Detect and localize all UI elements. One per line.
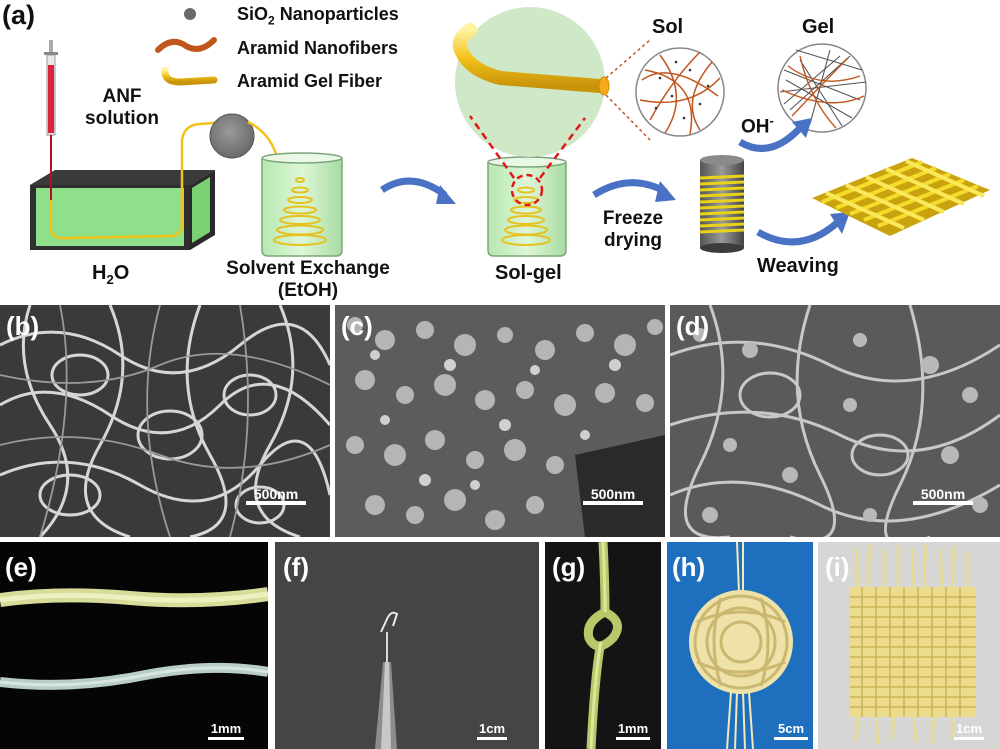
panel-label-h: (h) <box>672 552 706 582</box>
sio2-nanoparticle-icon <box>184 8 196 20</box>
h2o-o: O <box>113 262 130 284</box>
photo-e-fibers <box>0 587 268 690</box>
scalebar-d: 500nm <box>913 487 973 507</box>
sol-label: Sol <box>652 16 684 38</box>
solvent-label-line2: (EtOH) <box>277 279 339 301</box>
panel-i-photo <box>818 542 1000 749</box>
anf-label-line2: solution <box>85 107 159 129</box>
solvent-label-line1: Solvent Exchange <box>226 258 390 279</box>
scalebar-d-text: 500nm <box>920 486 966 502</box>
panel-e-photo <box>0 542 268 749</box>
scalebar-i-text: 1cm <box>955 721 983 736</box>
scalebar-c: 500nm <box>583 487 643 507</box>
freeze-label-line1: Freeze <box>602 208 664 229</box>
scalebar-c-text: 500nm <box>590 486 636 502</box>
scalebar-e-text: 1mm <box>210 721 242 736</box>
oh-text: OH <box>741 116 770 138</box>
panel-b-sem <box>0 305 330 537</box>
legend-aramid-gel-fiber: Aramid Gel Fiber <box>237 71 383 91</box>
scalebar-b-bar <box>246 501 306 505</box>
gel-circle <box>777 43 867 133</box>
scalebar-i: 1cm <box>954 722 984 740</box>
sem-image-d <box>670 305 1000 537</box>
h2o-sub: 2 <box>106 272 114 287</box>
scalebar-g-bar <box>616 737 650 740</box>
scalebar-f-text: 1cm <box>478 721 506 736</box>
beaker-solgel <box>487 156 567 257</box>
panel-g-photo <box>545 542 661 749</box>
solgel-label: Sol-gel <box>495 262 562 284</box>
h2o-label: H2O <box>92 262 129 288</box>
scalebar-f: 1cm <box>477 722 507 740</box>
collector-disc <box>209 113 255 159</box>
scalebar-h: 5cm <box>774 722 808 740</box>
scalebar-h-text: 5cm <box>777 721 805 736</box>
scalebar-e: 1mm <box>208 722 244 740</box>
panel-d-sem <box>670 305 1000 537</box>
gel-fiber-path <box>49 120 226 240</box>
panel-label-e: (e) <box>5 552 37 582</box>
panel-label-a: (a) <box>2 0 35 30</box>
syringe-icon <box>44 40 58 200</box>
photo-i-woven-fabric <box>818 542 1000 749</box>
photo-h-woven-knot <box>689 542 793 749</box>
freeze-label-line2: drying <box>603 229 663 251</box>
scalebar-i-bar <box>954 737 984 740</box>
panel-label-c: (c) <box>341 311 373 341</box>
legend-aramid-nanofibers: Aramid Nanofibers <box>237 38 399 58</box>
legend-sio2: SiO2 Nanoparticles <box>237 4 399 28</box>
panel-h-photo <box>667 542 813 749</box>
panel-f-photo <box>275 542 539 749</box>
scalebar-b: 500nm <box>246 487 306 507</box>
anf-solution-label: ANF solution <box>82 86 162 130</box>
panel-label-f: (f) <box>283 552 309 582</box>
scalebar-h-bar <box>774 737 808 740</box>
oh-sup: - <box>769 113 774 128</box>
scalebar-e-bar <box>208 737 244 740</box>
scalebar-b-text: 500nm <box>253 486 299 502</box>
aramid-nanofiber-icon <box>155 37 217 53</box>
weaving-label: Weaving <box>757 255 839 277</box>
photo-f-hook <box>275 542 539 749</box>
solvent-exchange-label: Solvent Exchange (EtOH) <box>210 258 406 302</box>
panel-c-sem <box>335 305 665 537</box>
legend-sio2-sub: 2 <box>268 13 275 28</box>
photo-g-knot <box>583 542 622 749</box>
schematic-drawing <box>30 7 990 257</box>
legend-sio2-suffix: Nanoparticles <box>274 4 399 24</box>
water-tank <box>30 170 215 250</box>
beaker-solvent-exchange <box>261 152 343 257</box>
scalebar-f-bar <box>477 737 507 740</box>
scalebar-g-text: 1mm <box>617 721 649 736</box>
freeze-drying-label: Freeze drying <box>592 208 674 252</box>
sol-circle <box>635 47 725 137</box>
panel-label-d: (d) <box>676 311 710 341</box>
anf-label-line1: ANF <box>102 86 142 107</box>
scalebar-g: 1mm <box>616 722 650 740</box>
aramid-gel-fiber-icon <box>161 66 218 86</box>
panel-label-i: (i) <box>825 552 850 582</box>
gel-fiber-closeup <box>452 23 607 93</box>
sem-image-c <box>335 305 665 537</box>
arrow-freeze-drying <box>592 179 668 198</box>
panel-label-g: (g) <box>552 552 586 582</box>
panel-label-b: (b) <box>6 311 40 341</box>
scalebar-c-bar <box>583 501 643 505</box>
arrow-weaving <box>756 219 841 246</box>
oh-label: OH- <box>741 113 774 138</box>
woven-fabric <box>812 158 990 236</box>
fiber-spool <box>699 155 745 253</box>
h2o-h: H <box>92 262 107 284</box>
scalebar-d-bar <box>913 501 973 505</box>
legend-sio2-prefix: SiO <box>237 4 269 24</box>
panel-a-schematic <box>0 0 1000 300</box>
gel-label: Gel <box>802 16 835 38</box>
arrow-to-solgel <box>380 177 448 198</box>
sem-image-b <box>0 305 330 537</box>
arrow-oh <box>738 125 803 152</box>
